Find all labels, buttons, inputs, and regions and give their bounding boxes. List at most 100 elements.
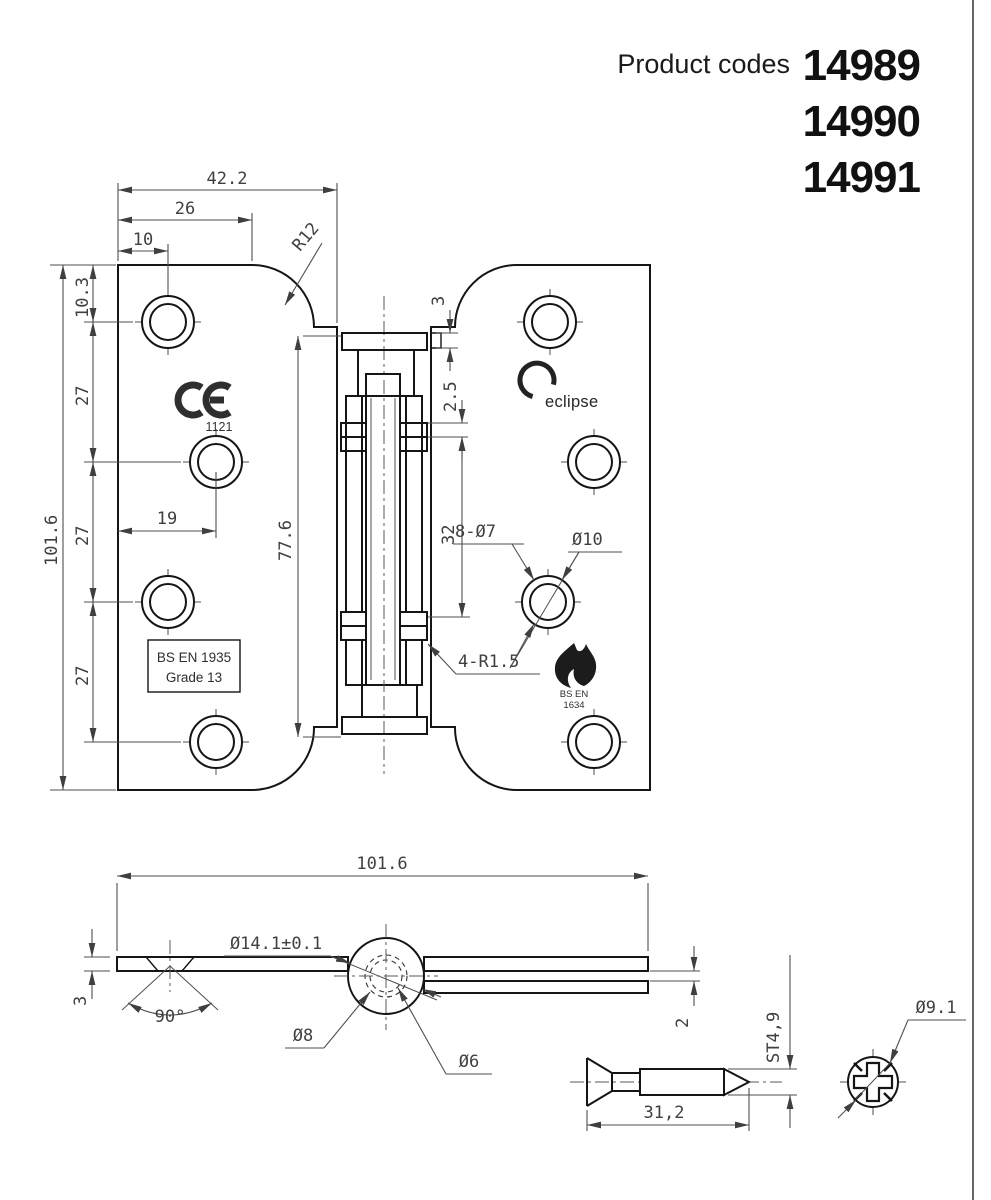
dim-label: 77.6 bbox=[276, 520, 296, 561]
dim-top-offset: 10.3 bbox=[73, 265, 97, 322]
dim-step: 3 bbox=[429, 296, 458, 371]
knuckle-section bbox=[340, 296, 428, 774]
dim-label: 2 bbox=[673, 1018, 693, 1028]
cert-box-frame bbox=[147, 639, 241, 693]
fire-cert: BS EN 1634 bbox=[554, 643, 597, 711]
dim-hole-pitch-1: 27 bbox=[73, 322, 97, 462]
knuckle-right-wall-lower bbox=[405, 639, 423, 686]
ce-letter-e bbox=[202, 381, 232, 419]
right-leaf-edge-top bbox=[423, 956, 649, 972]
cert-standard: BS EN 1935 bbox=[157, 650, 231, 665]
product-code-2: 14990 bbox=[803, 97, 920, 146]
dim-hole-col1: 10 bbox=[118, 230, 168, 255]
dim-label: 19 bbox=[157, 509, 177, 529]
washer bbox=[340, 436, 368, 452]
dim-label: 26 bbox=[175, 199, 195, 219]
right-leaf-edge-bottom bbox=[423, 980, 649, 994]
ce-mark: 1121 bbox=[174, 381, 233, 434]
pin-top-notch bbox=[365, 373, 401, 397]
screw-tip bbox=[723, 1067, 752, 1097]
product-code-1: 14989 bbox=[803, 41, 920, 90]
knuckle-bottom-cap bbox=[341, 716, 428, 735]
knuckle-left-wall-lower bbox=[345, 639, 363, 686]
screw-holes bbox=[135, 289, 627, 775]
dim-hole-pitch-2: 27 bbox=[73, 462, 97, 602]
screw-hole bbox=[135, 289, 201, 355]
pozidriv-tick bbox=[883, 1092, 893, 1102]
dim-countersink-angle: 90° bbox=[121, 965, 219, 1027]
screw-hole bbox=[183, 709, 249, 775]
dim-leaf-thickness: 3 bbox=[71, 929, 110, 1006]
dim-hole-col2: 26 bbox=[118, 199, 252, 224]
header: Product codes 14989 14990 14991 bbox=[617, 41, 921, 202]
dim-screw-thread: ST4,9 bbox=[728, 955, 797, 1128]
hinge-pin bbox=[365, 391, 401, 686]
eclipse-crescent-icon bbox=[517, 360, 557, 400]
dim-height: 101.6 bbox=[42, 265, 67, 790]
dim-label: 27 bbox=[73, 666, 93, 686]
dim-label: 32 bbox=[439, 525, 459, 545]
knuckle-bottom-block bbox=[361, 684, 418, 718]
product-codes-label: Product codes bbox=[617, 49, 790, 79]
screw-thread bbox=[639, 1068, 725, 1096]
front-view: 1121 eclipse BS EN 1935 Grade 13 BS EN 1… bbox=[42, 169, 651, 791]
dim-gap: 2 bbox=[650, 946, 700, 1028]
fire-standard: BS EN bbox=[560, 689, 589, 700]
dim-label: 27 bbox=[73, 386, 93, 406]
washer bbox=[399, 611, 428, 627]
screw-hole bbox=[135, 569, 201, 635]
dim-knuckle-length: 77.6 bbox=[276, 335, 341, 738]
product-code-3: 14991 bbox=[803, 153, 921, 202]
screw-hole bbox=[517, 289, 583, 355]
right-leaf-outline bbox=[430, 264, 651, 791]
dim-label: Ø6 bbox=[459, 1052, 479, 1072]
countersink-mark bbox=[181, 956, 195, 972]
dim-label: ST4,9 bbox=[764, 1012, 784, 1063]
screw-hole bbox=[561, 709, 627, 775]
knuckle-right-wall bbox=[405, 395, 423, 613]
dim-label: 3 bbox=[429, 296, 449, 306]
dim-label: Ø14.1±0.1 bbox=[230, 934, 322, 954]
dim-hole-diameter: Ø6 bbox=[397, 987, 492, 1075]
pozidriv-tick bbox=[883, 1062, 893, 1072]
washer bbox=[340, 422, 368, 438]
dim-holes-spec: 8-Ø7 bbox=[453, 522, 535, 581]
side-dimensions: 101.6 3 90° Ø14.1±0.1 bbox=[71, 854, 700, 1075]
dim-label: 4-R1.5 bbox=[458, 652, 519, 672]
screw-hole bbox=[515, 569, 581, 635]
washer bbox=[340, 611, 368, 627]
left-leaf-outline bbox=[117, 264, 338, 791]
dim-label: 10 bbox=[133, 230, 153, 250]
brand-logo: eclipse bbox=[517, 360, 598, 411]
side-view: 101.6 3 90° Ø14.1±0.1 bbox=[71, 854, 700, 1075]
washer bbox=[340, 625, 368, 641]
dim-countersink: Ø10 bbox=[509, 530, 622, 669]
dim-hole-pitch-3: 27 bbox=[73, 602, 97, 742]
dim-pin-diameter: Ø8 bbox=[285, 991, 371, 1049]
dim-label: 90° bbox=[155, 1007, 186, 1027]
dim-washer: 2.5 bbox=[428, 381, 468, 460]
screw-side-profile bbox=[586, 1057, 752, 1107]
dim-label: 101.6 bbox=[356, 854, 407, 874]
dim-label: 31,2 bbox=[644, 1103, 685, 1123]
cert-box: BS EN 1935 Grade 13 bbox=[147, 639, 241, 693]
fire-standard-number: 1634 bbox=[563, 700, 584, 711]
countersink-mark bbox=[145, 956, 159, 972]
screw-head-view bbox=[840, 1049, 906, 1115]
pozidriv-cross-icon bbox=[852, 1061, 894, 1103]
dim-label: Ø8 bbox=[293, 1026, 313, 1046]
dim-overall-width: 101.6 bbox=[116, 854, 649, 951]
dim-knuckle-diameter: Ø14.1±0.1 bbox=[224, 934, 442, 1001]
ce-number: 1121 bbox=[206, 420, 233, 434]
washer bbox=[399, 625, 428, 641]
brand-name: eclipse bbox=[545, 393, 598, 411]
dim-mid-length: 32 bbox=[428, 437, 470, 618]
dim-label: 3 bbox=[71, 996, 91, 1006]
screw-hole bbox=[561, 429, 627, 495]
dim-label: 101.6 bbox=[42, 515, 62, 566]
dim-width-top: 42.2 bbox=[118, 169, 337, 194]
dim-label: 27 bbox=[73, 526, 93, 546]
left-leaf-edge bbox=[116, 956, 349, 972]
